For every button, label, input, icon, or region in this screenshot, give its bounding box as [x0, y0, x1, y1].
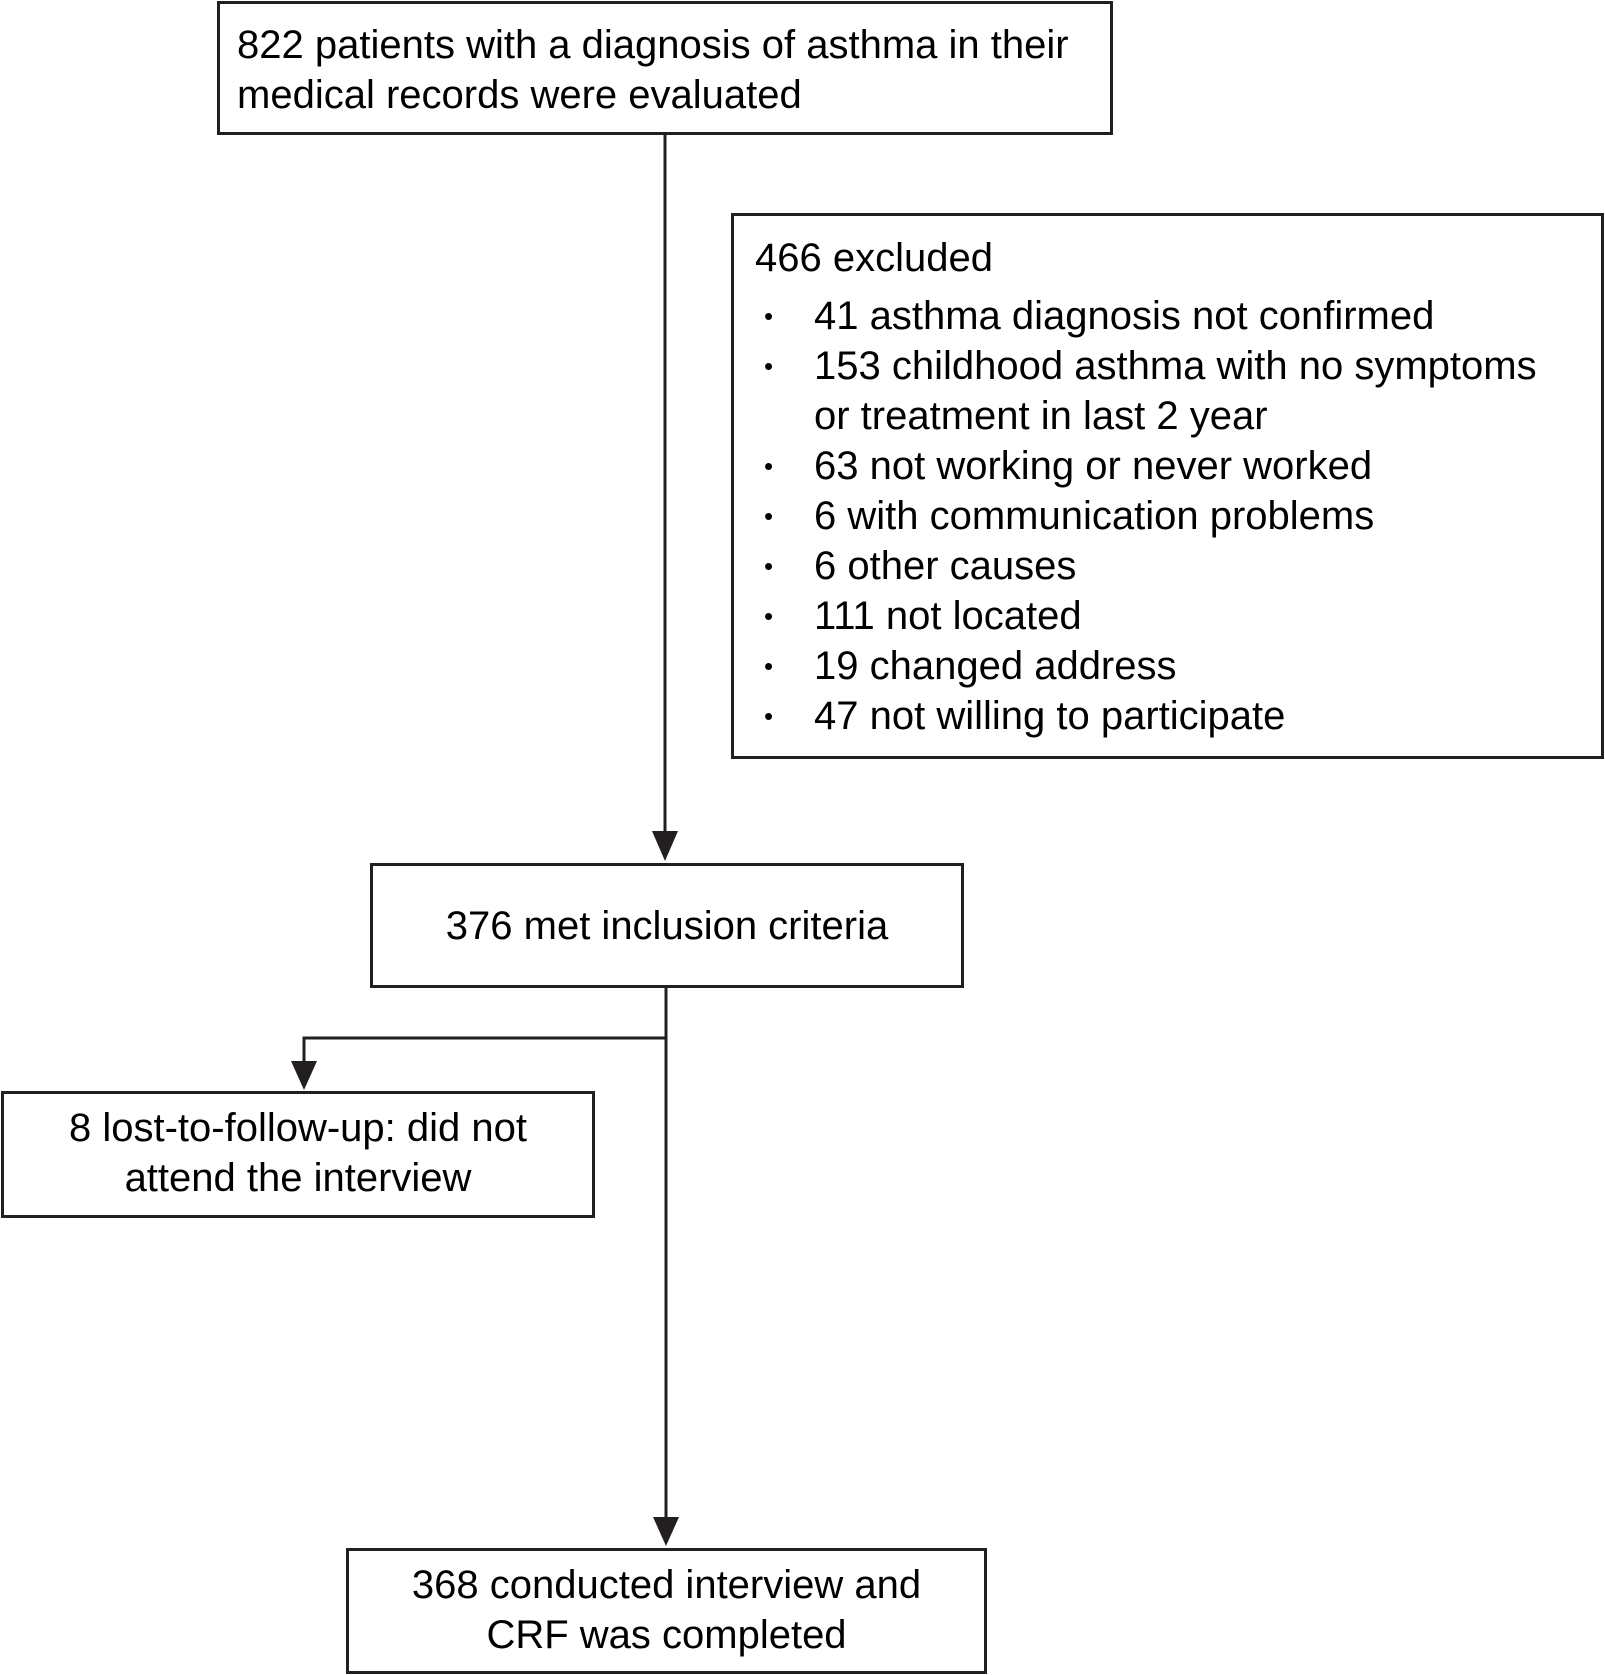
excluded-reason-text: 63 not working or never worked — [814, 444, 1373, 488]
bullet-icon: • — [764, 501, 774, 531]
excluded-reason-text: 153 childhood asthma with no symptoms — [814, 344, 1537, 388]
excluded-reason-text: 6 other causes — [814, 544, 1077, 588]
arrowhead-completed — [653, 1517, 679, 1546]
lost-line-1: 8 lost-to-follow-up: did not — [68, 1106, 527, 1150]
bullet-icon: • — [764, 451, 774, 481]
excluded-reason-text: 111 not located — [814, 594, 1082, 638]
bullet-icon: • — [764, 701, 774, 731]
bullet-icon: • — [764, 651, 774, 681]
excluded-reason-text: 19 changed address — [814, 644, 1177, 688]
box-excluded: 466 excluded • 41 asthma diagnosis not co… — [731, 213, 1604, 759]
excluded-reason-item: or treatment in last 2 year — [755, 391, 1601, 441]
box-lost-to-follow-up: 8 lost-to-follow-up: did not attend the … — [1, 1091, 595, 1218]
completed-line-2: CRF was completed — [486, 1613, 847, 1657]
bullet-icon: • — [764, 551, 774, 581]
box-interview-completed: 368 conducted interview and CRF was comp… — [346, 1548, 987, 1674]
box-inclusion-criteria: 376 met inclusion criteria — [370, 863, 964, 988]
excluded-reason-item: • 19 changed address — [755, 641, 1601, 691]
arrowhead-inclusion — [652, 831, 678, 861]
excluded-reason-item: • 63 not working or never worked — [755, 441, 1601, 491]
lost-line-2: attend the interview — [124, 1156, 472, 1200]
excluded-reasons-list: • 41 asthma diagnosis not confirmed • 153 c… — [755, 291, 1601, 741]
bullet-icon: • — [764, 601, 774, 631]
completed-line-1: 368 conducted interview and — [411, 1563, 922, 1607]
excluded-reason-item: • 111 not located — [755, 591, 1601, 641]
bullet-icon: • — [764, 351, 774, 381]
arrowhead-lost — [291, 1061, 317, 1090]
excluded-reason-item: • 41 asthma diagnosis not confirmed — [755, 291, 1601, 341]
excluded-reason-item: • 6 other causes — [755, 541, 1601, 591]
excluded-reason-item: • 47 not willing to participate — [755, 691, 1601, 741]
evaluated-line-2: medical records were evaluated — [237, 73, 802, 117]
excluded-reason-item: • 6 with communication problems — [755, 491, 1601, 541]
excluded-reason-text: 6 with communication problems — [814, 494, 1375, 538]
excluded-title: 466 excluded — [755, 236, 993, 280]
connector-inclusion-to-lost — [302, 1036, 666, 1070]
excluded-reason-text: 41 asthma diagnosis not confirmed — [814, 294, 1435, 338]
excluded-reason-text: or treatment in last 2 year — [814, 394, 1268, 438]
inclusion-text: 376 met inclusion criteria — [445, 903, 889, 948]
excluded-reason-item: • 153 childhood asthma with no symptoms — [755, 341, 1601, 391]
box-patients-evaluated: 822 patients with a diagnosis of asthma … — [217, 1, 1113, 135]
evaluated-line-1: 822 patients with a diagnosis of asthma … — [237, 23, 1069, 67]
bullet-icon: • — [764, 301, 774, 331]
excluded-reason-text: 47 not willing to participate — [814, 694, 1286, 738]
